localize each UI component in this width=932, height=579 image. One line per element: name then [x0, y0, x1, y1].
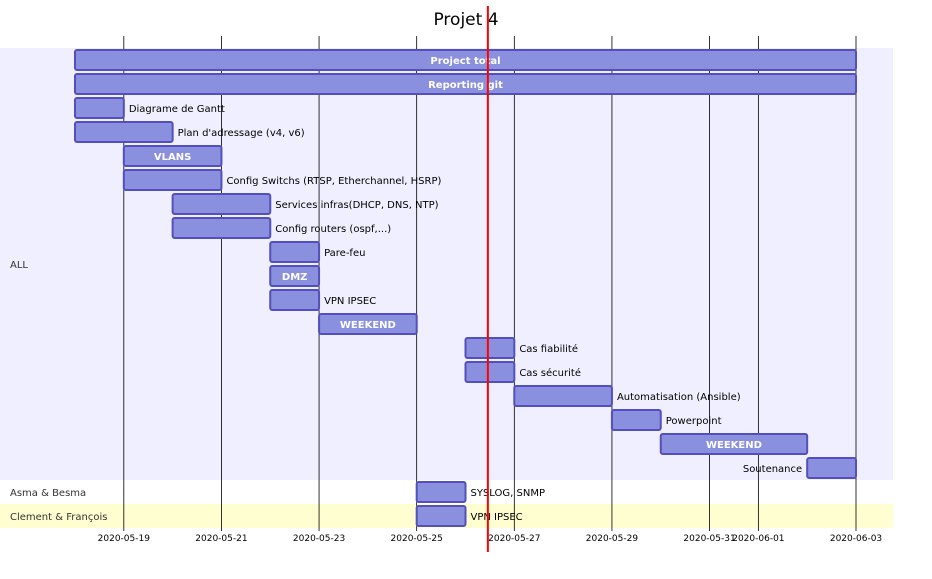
x-axis-ticks: 2020-05-19 2020-05-21 2020-05-23 2020-05-25…: [98, 534, 883, 544]
task-bar: [415, 481, 467, 503]
task-label: Config Switchs (RTSP, Etherchannel, HSRP…: [226, 176, 441, 187]
task-label: Project total: [430, 56, 500, 67]
task-bar: [659, 433, 809, 455]
task-label: DMZ: [282, 272, 308, 283]
section-band: [0, 48, 893, 480]
task-bar: [171, 217, 272, 239]
x-tick-label: 2020-05-19: [98, 534, 151, 544]
task-label: VPN IPSEC: [471, 512, 523, 523]
section-label: ALL: [10, 260, 28, 271]
task-label: Automatisation (Ansible): [617, 392, 741, 403]
task-bar: [513, 385, 613, 407]
task-bar: [464, 361, 516, 383]
task-bar: [74, 121, 174, 143]
x-tick-label: 2020-06-03: [830, 534, 882, 544]
task-bar: [269, 289, 321, 311]
task-bar: [318, 313, 418, 335]
task-label: Powerpoint: [666, 416, 722, 427]
task-label: Pare-feu: [324, 248, 365, 259]
task-bar: [74, 97, 125, 119]
task-bar: [122, 145, 223, 167]
x-tick-label: 2020-05-31: [683, 534, 735, 544]
task-bar: [74, 49, 857, 71]
task-bar: [610, 409, 662, 431]
task-label: Config routers (ospf,...): [275, 224, 391, 235]
task-bar: [269, 241, 321, 263]
x-tick-label: 2020-05-27: [488, 534, 540, 544]
task-bar: [122, 169, 223, 191]
task-bar: [269, 265, 321, 287]
task-bar: [74, 73, 857, 95]
section-bands: [0, 48, 893, 528]
task-bar: [171, 193, 272, 215]
task-bars: [74, 49, 857, 527]
x-tick-label: 2020-05-21: [195, 534, 247, 544]
x-tick-label: 2020-05-23: [293, 534, 345, 544]
task-bar: [415, 505, 467, 527]
task-bar: [464, 337, 516, 359]
task-label: Soutenance: [743, 464, 802, 475]
task-label: Cas fiabilité: [519, 343, 578, 355]
task-label: Diagrame de Gantt: [129, 104, 225, 115]
task-label: Plan d'adressage (v4, v6): [178, 128, 305, 139]
task-bar: [806, 457, 857, 479]
task-label: VPN IPSEC: [324, 296, 376, 307]
x-tick-label: 2020-06-01: [732, 534, 784, 544]
task-label: WEEKEND: [706, 440, 762, 451]
x-tick-label: 2020-05-25: [391, 534, 443, 544]
chart-title: Projet 4: [433, 10, 498, 30]
section-label: Clement & François: [10, 512, 107, 523]
task-label: VLANS: [154, 152, 191, 163]
task-label: Reporting git: [428, 80, 503, 91]
task-label: Cas sécurité: [519, 367, 581, 379]
task-label: WEEKEND: [340, 320, 396, 331]
section-label: Asma & Besma: [10, 488, 86, 499]
task-label: SYSLOG, SNMP: [471, 488, 545, 499]
task-label: Services infras(DHCP, DNS, NTP): [275, 200, 438, 211]
x-tick-label: 2020-05-29: [586, 534, 639, 544]
